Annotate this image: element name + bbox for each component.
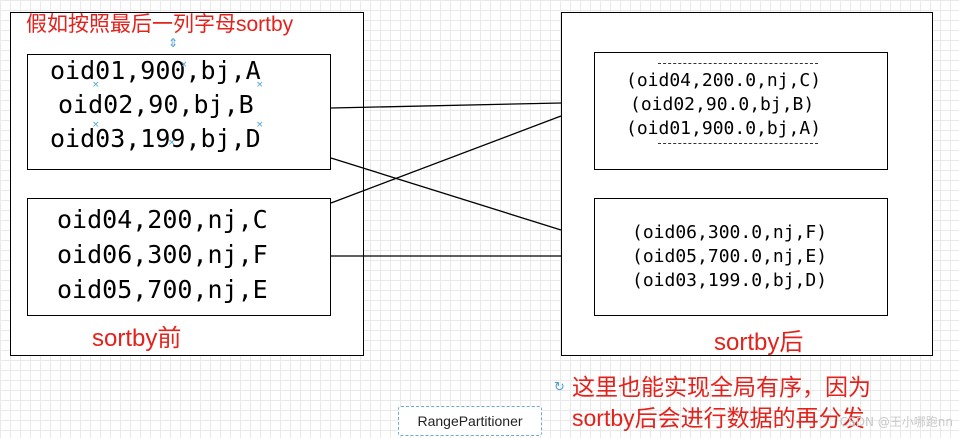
watermark: CSDN @王小哪跑nn xyxy=(839,415,953,429)
after-partition-2[interactable] xyxy=(594,198,888,316)
before-p1-record-3: oid03,199,bj,D xyxy=(50,124,261,153)
note-line-1: 这里也能实现全局有序，因为 xyxy=(572,374,871,400)
selection-handle-icon[interactable]: × xyxy=(256,120,264,130)
selection-handle-icon[interactable]: × xyxy=(168,138,176,148)
before-partition-1[interactable] xyxy=(27,54,331,170)
after-p1-record-2: (oid02,90.0,bj,B) xyxy=(630,94,815,115)
selection-handle-icon[interactable]: × xyxy=(256,80,264,90)
connector-p1-to-after-p1 xyxy=(330,102,562,109)
after-p2-record-2: (oid05,700.0,nj,E) xyxy=(632,246,828,267)
note-line-2: sortby后会进行数据的再分发 xyxy=(572,405,865,431)
before-p2-record-2: oid06,300,nj,F xyxy=(57,240,268,269)
connector-p1-to-after-p2 xyxy=(330,157,562,231)
selection-handle-icon[interactable]: × xyxy=(92,120,100,130)
before-p1-record-1: oid01,900,bj,A xyxy=(50,56,261,85)
after-partition-1[interactable] xyxy=(594,52,888,170)
selection-bottom-border xyxy=(658,143,818,144)
selection-handle-icon[interactable]: ⇕ xyxy=(168,36,179,50)
rotate-handle-icon[interactable]: ↻ xyxy=(554,380,565,395)
after-p2-record-3: (oid03,199.0,bj,D) xyxy=(632,270,828,291)
range-partitioner-node[interactable]: RangePartitioner xyxy=(398,406,542,436)
after-p1-record-1: (oid04,200.0,nj,C) xyxy=(626,70,822,91)
before-label: sortby前 xyxy=(92,325,182,352)
selection-handle-icon[interactable]: × xyxy=(92,80,100,90)
before-partition-2[interactable] xyxy=(27,198,331,316)
range-partitioner-label: RangePartitioner xyxy=(417,413,523,429)
before-p1-record-2: oid02,90,bj,B xyxy=(58,90,254,119)
selection-handle-icon[interactable]: × xyxy=(180,60,188,70)
selection-top-border xyxy=(658,63,818,64)
before-p2-record-3: oid05,700,nj,E xyxy=(57,275,268,304)
connector-p2-to-after-p1 xyxy=(330,115,562,204)
title-note: 假如按照最后一列字母sortby xyxy=(26,13,294,36)
after-label: sortby后 xyxy=(714,329,804,356)
before-p2-record-1: oid04,200,nj,C xyxy=(57,205,268,234)
after-p2-record-1: (oid06,300.0,nj,F) xyxy=(632,222,828,243)
after-p1-record-3: (oid01,900.0,bj,A) xyxy=(626,118,822,139)
